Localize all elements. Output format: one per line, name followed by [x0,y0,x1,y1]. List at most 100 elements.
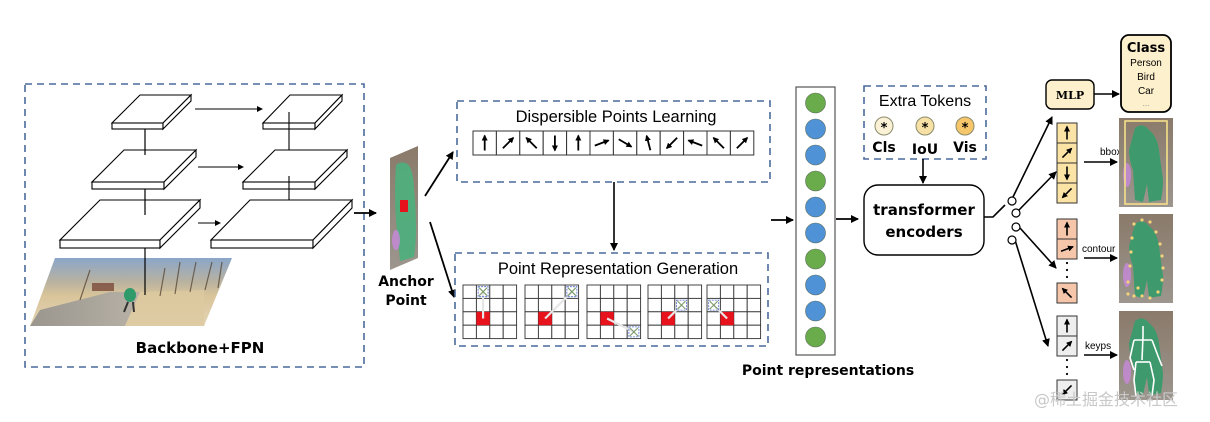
head-contour [1056,218,1078,304]
bottom-up-level-3 [58,198,202,250]
point-reps-label: Point representations [742,363,914,379]
fpn-level-3 [209,198,354,250]
offset-arrow-icon [712,137,725,149]
head-cell [1056,315,1078,337]
anchor-image [390,146,418,270]
anchor-label-line2: Point [385,293,427,309]
class-item-person: Person [1130,58,1162,69]
head-cell [1056,282,1078,304]
contour-point [1129,250,1133,254]
contour-point [1148,296,1152,300]
anchor-to-dispersible-arrow [424,151,454,197]
class-item-bird: Bird [1137,72,1155,83]
head-cell [1056,238,1078,260]
prg-dashed-border [454,252,769,347]
bbox-result-image [1119,118,1173,207]
transformer-line2: encoders [885,223,962,241]
sampling-grid [706,284,762,340]
class-block: Class Person Bird Car ... [1120,34,1172,113]
green-token [805,92,826,114]
sampling-grid [462,284,518,340]
iou-token-label: IoU [912,142,938,158]
head-arrow-icon [1061,287,1073,299]
head-arrow-icon [1060,245,1074,253]
output-branches [984,116,1057,347]
transformer-encoders-block: transformer encoders [863,184,985,256]
head-keyps [1056,315,1078,401]
bbox-label: bbox [1100,147,1122,158]
extra-token-iou: * IoU [912,116,938,158]
offset-arrow-icon [525,137,538,149]
extra-token-vis: * Vis [953,116,977,156]
point-representations: Point representations [742,86,914,379]
dispersible-offset-strip [472,130,755,156]
backbone-dashed-border [24,83,365,368]
class-title: Class [1127,41,1166,56]
sampled-point-icon [676,299,687,311]
extra-tokens-panel: Extra Tokens * Cls * IoU * Vis [863,85,987,160]
contour-point [1140,294,1144,298]
head-cell [1056,162,1078,184]
watermark: @稀土掘金技术社区 [1034,390,1178,409]
transformer-line1: transformer [873,201,975,219]
head-cell [1056,379,1078,401]
head-cell [1056,335,1078,357]
offset-cell [636,130,661,156]
iou-token-star: * [922,121,929,136]
dispersible-dashed-border [456,100,771,183]
cls-token-circle [874,116,894,136]
contour-point [1154,230,1158,234]
contour-point [1160,278,1164,282]
point-rep-tokens [805,92,826,348]
offset-arrow-icon [665,137,678,149]
offset-arrow-icon [644,134,652,151]
input-image [30,258,232,326]
blue-token [805,300,826,322]
offset-arrow-icon [618,138,633,148]
keypoints-result-image [1119,311,1173,400]
bottom-up-level-1 [110,93,193,131]
contour-point [1161,266,1165,270]
dispersible-points-panel: Dispersible Points Learning [456,100,771,183]
contour-point [1128,264,1132,268]
contour-point [1148,220,1152,224]
skeleton-lines [1129,326,1163,397]
offset-cell [589,130,614,156]
offset-arrow-icon [502,137,515,149]
backbone-label: Backbone+FPN [136,339,265,357]
transformer-box [863,184,985,256]
offset-cell [659,130,685,156]
sampling-grid [586,284,642,340]
branch-switch-nodes [1007,196,1021,245]
offset-cell [519,130,544,156]
backbone-fpn-panel: Backbone+FPN [24,83,365,368]
blue-token [805,118,826,140]
anchor-label-line1: Anchor [378,274,434,290]
bbox-rectangle [1124,120,1168,205]
prg-grids [462,284,762,340]
offset-cell [683,130,708,156]
offset-arrow-icon [736,137,749,149]
extra-tokens-title: Extra Tokens [879,93,971,110]
head-cell [1056,182,1078,204]
prediction-heads [1056,122,1078,401]
point-rep-gen-panel: Point Representation Generation [454,252,769,347]
offset-arrow-icon [687,139,703,147]
anchor-red-marker [400,200,408,212]
head-arrow-icon [1061,147,1073,159]
offset-cell [566,130,591,156]
dispersible-title: Dispersible Points Learning [516,108,717,126]
sampled-point-icon [566,286,578,298]
green-token [805,326,826,348]
contour-point [1160,254,1164,258]
head-cell [1056,122,1078,144]
keyps-label: keyps [1085,341,1111,352]
fpn-level-2 [241,148,349,191]
class-box [1120,34,1172,113]
vis-token-circle [955,116,975,136]
class-item-more: ... [1143,99,1150,108]
anchor-to-prg-arrow [429,221,456,298]
contour-point [1140,218,1144,222]
contour-points [1126,218,1165,300]
offset-arrow-icon [594,139,610,147]
